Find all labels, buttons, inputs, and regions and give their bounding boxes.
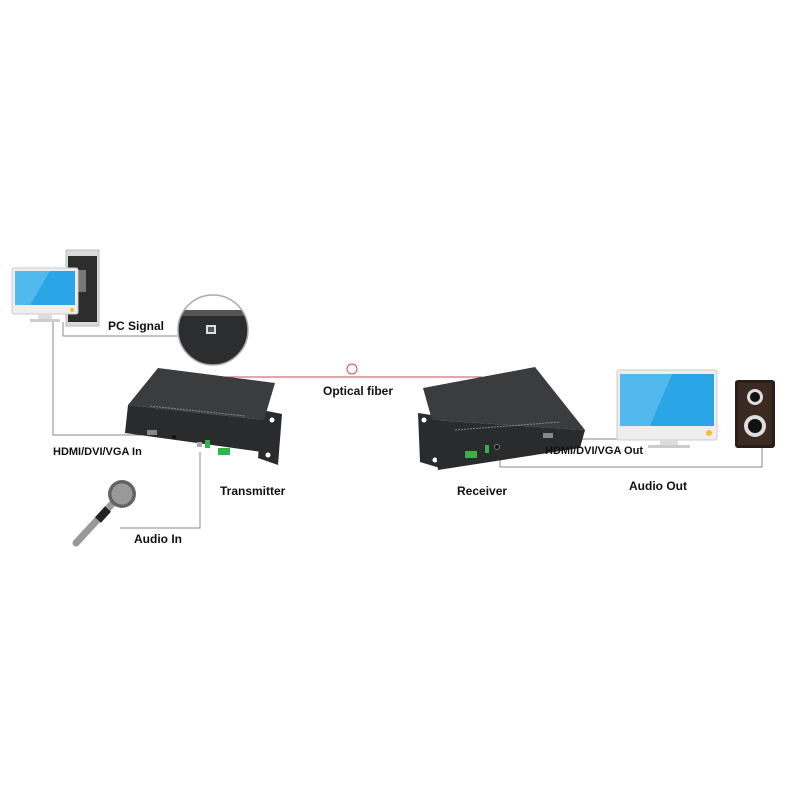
audio-in-cable [120,452,201,529]
receiver-device [418,367,585,470]
optical-fiber-label: Optical fiber [323,384,394,398]
receiver-label: Receiver [457,484,508,498]
microphone-icon [72,480,136,547]
fiber-loop-icon [346,363,358,375]
speaker-icon [735,380,775,448]
pc-signal-label: PC Signal [108,319,165,333]
hdmi-in-cable [52,322,142,436]
transmitter-device [125,368,282,465]
pc-monitor-icon [11,267,79,322]
audio-out-label: Audio Out [629,479,687,493]
pc-signal-cable [62,322,185,337]
hdmi-out-label: HDMI/DVI/VGA Out [545,445,643,457]
usb-port-zoom-icon [177,294,249,366]
display-monitor-icon [616,369,718,448]
audio-in-label: Audio In [134,532,182,546]
hdmi-in-label: HDMI/DVI/VGA In [53,446,142,458]
transmitter-label: Transmitter [220,484,286,498]
